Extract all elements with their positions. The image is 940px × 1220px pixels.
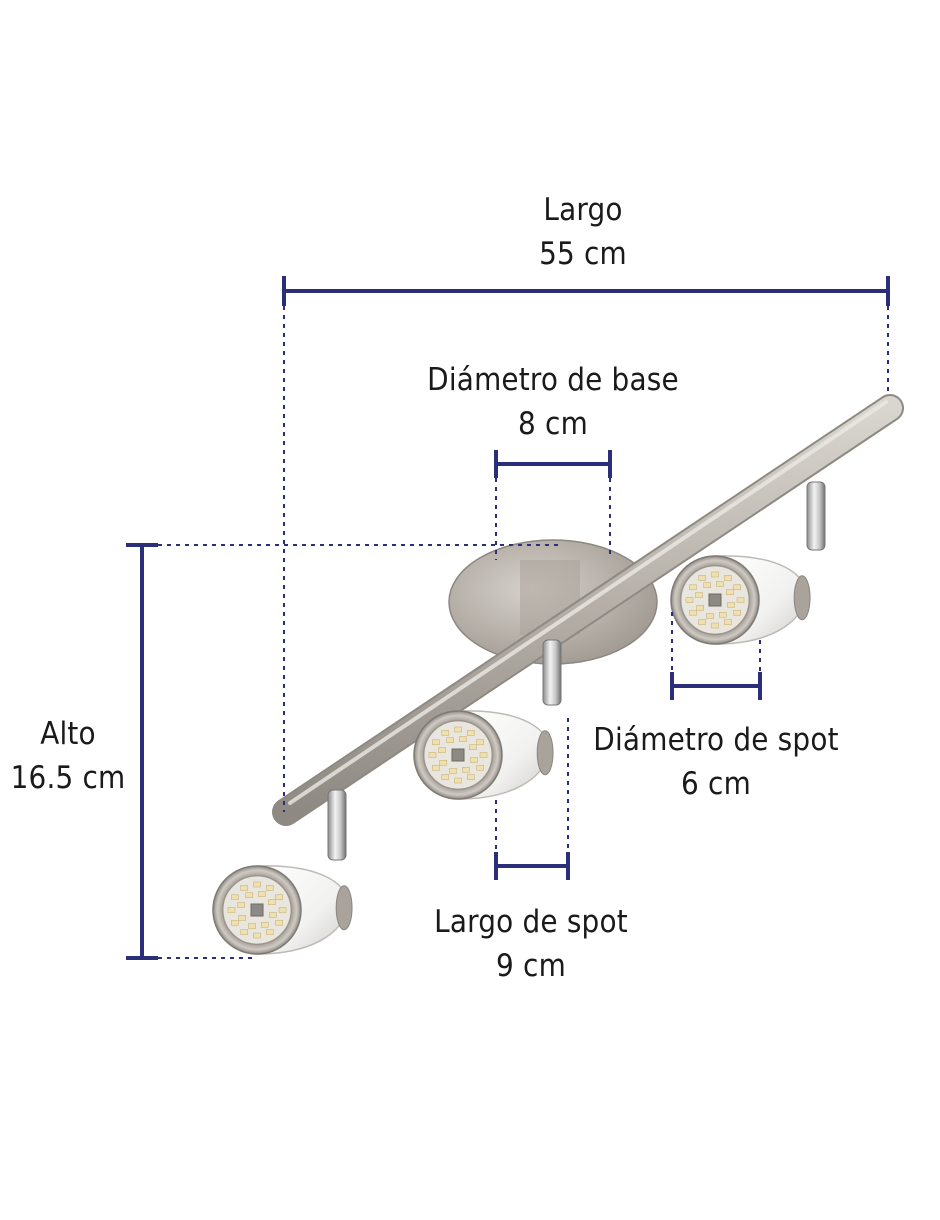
spot-3-led	[698, 619, 707, 625]
spot-3-led	[685, 597, 694, 603]
spot-1-led	[261, 921, 269, 928]
spot-3-chip	[708, 593, 722, 607]
spot-1-led	[265, 929, 274, 935]
spot-2-led	[468, 744, 477, 750]
spot-1-led	[275, 894, 283, 901]
label-spot-length-value: 9 cm	[496, 948, 566, 984]
spot-2-led	[466, 730, 475, 736]
label-spot-length: Largo de spot 9 cm	[434, 900, 628, 988]
ceiling-base	[448, 539, 658, 665]
spot-1-led	[267, 899, 276, 905]
spot-2-led	[476, 739, 484, 746]
spot-2-led	[449, 768, 457, 774]
spot-2-led	[439, 760, 448, 766]
spot-3-led	[689, 609, 697, 616]
spot-3-led	[695, 592, 703, 598]
spot-3-led	[711, 622, 719, 629]
spot-2-led	[441, 730, 450, 736]
spot-3-led	[689, 584, 697, 591]
spot-2-led	[432, 764, 440, 771]
label-largo: Largo 55 cm	[539, 188, 627, 276]
label-largo-title: Largo	[543, 192, 623, 228]
spot-2-led	[454, 726, 462, 733]
spot-2-chip	[451, 748, 465, 762]
spot-2-led	[470, 757, 478, 763]
spot-1-led	[231, 894, 239, 901]
label-spot-diameter-title: Diámetro de spot	[593, 722, 839, 758]
spot-3-led	[719, 611, 727, 618]
spot-1-led	[238, 915, 247, 921]
spot-1-led	[265, 885, 274, 891]
dimension-lines	[126, 276, 890, 960]
spot-1-led	[240, 885, 249, 891]
spot-3-led	[698, 575, 707, 581]
label-spot-diameter: Diámetro de spot 6 cm	[593, 718, 838, 806]
label-alto: Alto 16.5 cm	[11, 712, 126, 800]
spot-3-led	[736, 597, 745, 603]
label-base-diameter: Diámetro de base 8 cm	[427, 358, 679, 446]
label-base-title: Diámetro de base	[427, 362, 679, 398]
spot-1-chip	[250, 903, 264, 917]
spot-3-led	[725, 589, 734, 595]
spot-2-led	[454, 777, 462, 784]
spot-3-led	[706, 613, 714, 619]
spot-1-led	[248, 923, 256, 929]
spot-1-led	[275, 919, 283, 926]
spot-3-led	[703, 582, 711, 589]
spot-1-led	[258, 891, 266, 897]
spot-1-led	[237, 902, 245, 908]
spot-1-led	[231, 919, 239, 926]
spot-1-led	[253, 932, 261, 939]
spot-1-led	[278, 907, 287, 913]
spot-2-led	[479, 752, 488, 758]
spot-3-endcap	[793, 575, 811, 621]
label-spot-diameter-value: 6 cm	[681, 766, 751, 802]
spot-3-led	[733, 584, 741, 591]
label-spot-length-title: Largo de spot	[434, 904, 628, 940]
spot-1-endcap	[335, 885, 353, 931]
spot-2	[413, 639, 562, 800]
spot-lights	[212, 481, 826, 955]
label-base-value: 8 cm	[518, 406, 588, 442]
spot-1-led	[245, 892, 253, 899]
spot-3-swivel	[806, 481, 826, 551]
track-bar	[272, 394, 904, 826]
spot-1-led	[227, 907, 236, 913]
spot-2-led	[466, 774, 475, 780]
spot-2-led	[441, 774, 450, 780]
spot-2-swivel	[542, 639, 562, 706]
spot-2-led	[462, 766, 470, 773]
spot-2-led	[438, 747, 446, 753]
spot-1-led	[253, 881, 261, 888]
spot-3-led	[727, 602, 735, 608]
spot-2-led	[476, 764, 484, 771]
spot-1-led	[240, 929, 249, 935]
spot-3-led	[733, 609, 741, 616]
spot-2-led	[446, 737, 454, 744]
label-largo-value: 55 cm	[539, 236, 627, 272]
spot-3	[670, 481, 826, 645]
spot-2-led	[459, 736, 467, 742]
spot-2-led	[432, 739, 440, 746]
spot-3-led	[723, 619, 732, 625]
spot-1	[212, 789, 353, 955]
spot-3-led	[711, 571, 719, 578]
spot-3-led	[716, 581, 724, 587]
label-alto-value: 16.5 cm	[10, 760, 126, 796]
spot-3-led	[696, 605, 705, 611]
spot-3-led	[723, 575, 732, 581]
label-alto-title: Alto	[40, 716, 96, 752]
spot-2-endcap	[536, 730, 554, 776]
spot-1-swivel	[327, 789, 347, 861]
spot-1-led	[269, 912, 277, 918]
spot-2-led	[428, 752, 437, 758]
